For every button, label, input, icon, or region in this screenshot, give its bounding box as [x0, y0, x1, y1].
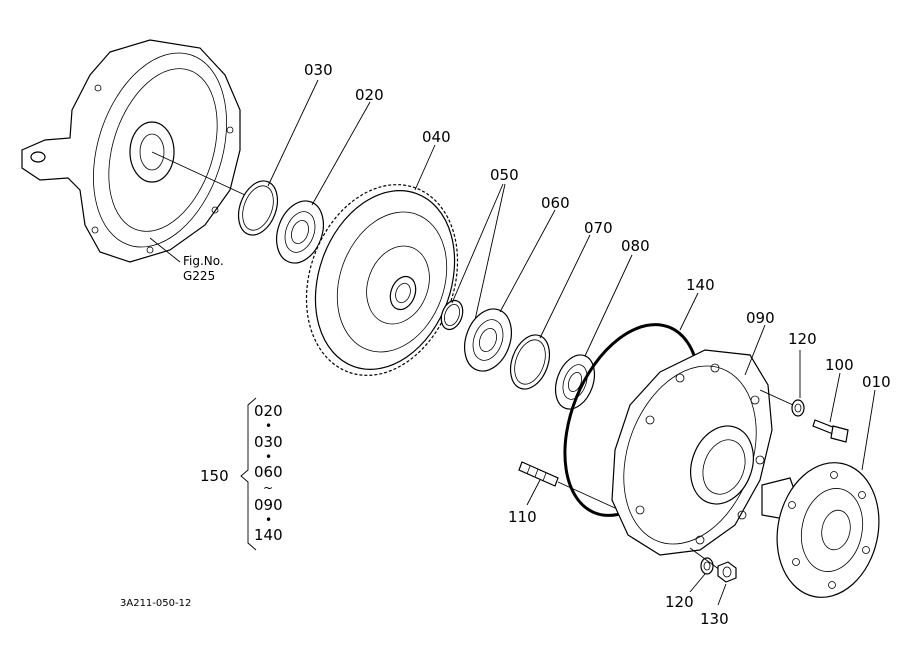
axle-housing — [21, 39, 241, 263]
label-040: 040 — [422, 128, 451, 146]
part-080-oil-seal — [554, 354, 596, 410]
label-080: 080 — [621, 237, 650, 255]
axis-line-110 — [557, 481, 616, 509]
kit-item-4: 090 — [254, 496, 283, 514]
drawing-code: 3A211-050-12 — [120, 598, 191, 609]
kit-item-3: 060 — [254, 463, 283, 481]
leader-050-b — [474, 183, 506, 321]
leader-120-bottom — [689, 573, 706, 593]
leader-070 — [539, 234, 591, 339]
label-100: 100 — [825, 356, 854, 374]
label-120-bottom: 120 — [665, 593, 694, 611]
leader-080 — [584, 254, 633, 357]
label-050: 050 — [490, 166, 519, 184]
kit-number: 150 — [200, 467, 229, 485]
part-020-bearing — [276, 200, 324, 264]
kit-item-5: 140 — [254, 526, 283, 544]
label-110: 110 — [508, 508, 537, 526]
label-020: 020 — [355, 86, 384, 104]
label-030: 030 — [304, 61, 333, 79]
part-040-gear — [305, 184, 459, 376]
part-100-bolt — [812, 419, 849, 443]
kit-item-2: 030 — [254, 433, 283, 451]
axis-line-120-top — [759, 389, 794, 406]
kit-separator-1: • — [265, 419, 272, 433]
hub-cover — [611, 349, 773, 556]
label-010: 010 — [862, 373, 891, 391]
leader-130 — [717, 583, 727, 606]
fig-ref-line1: Fig.No. — [183, 254, 224, 268]
leader-100 — [829, 372, 841, 423]
label-070: 070 — [584, 219, 613, 237]
kit-separator-3: ~ — [263, 481, 273, 495]
leader-010 — [861, 389, 876, 471]
label-090: 090 — [746, 309, 775, 327]
label-060: 060 — [541, 194, 570, 212]
part-050-snap-ring — [440, 299, 464, 331]
label-140: 140 — [686, 276, 715, 294]
kit-separator-2: • — [265, 450, 272, 464]
leader-140 — [679, 292, 699, 331]
leader-020 — [311, 101, 371, 206]
part-120-washer-bottom — [700, 557, 714, 575]
part-130-nut — [717, 561, 737, 583]
leader-030 — [267, 79, 319, 187]
fig-ref-leader — [149, 237, 181, 263]
leader-110 — [526, 479, 541, 506]
leader-050-a — [451, 183, 504, 304]
part-110-stud — [518, 461, 559, 487]
leader-040 — [414, 144, 436, 191]
kit-item-1: 020 — [254, 402, 283, 420]
leader-060 — [499, 209, 556, 313]
part-010-hub-flange — [761, 462, 880, 598]
label-120-top: 120 — [788, 330, 817, 348]
part-120-washer-top — [791, 399, 805, 417]
axis-line-bottom — [689, 547, 721, 571]
fig-ref-line2: G225 — [183, 269, 215, 283]
label-130: 130 — [700, 610, 729, 628]
leader-090 — [744, 324, 766, 376]
kit-separator-4: • — [265, 513, 272, 527]
part-070-ring — [509, 334, 551, 390]
housing-axis-line — [151, 151, 246, 196]
part-030-snap-ring — [237, 180, 279, 236]
part-060-bearing — [464, 308, 512, 372]
kit-bracket — [240, 397, 257, 551]
